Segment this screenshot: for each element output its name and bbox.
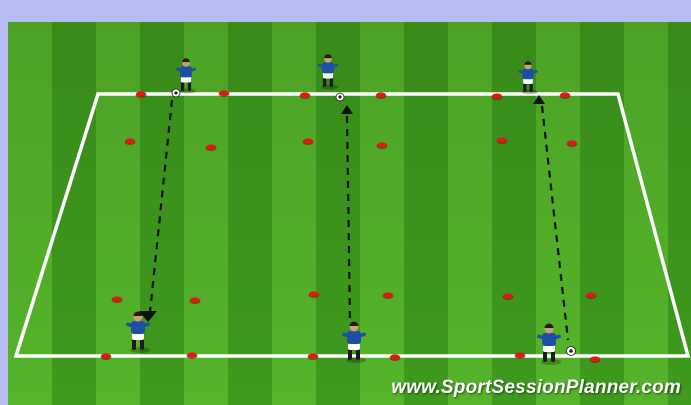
cone-icon: [586, 292, 597, 299]
cone-icon: [112, 296, 123, 303]
cone-icon: [377, 142, 388, 149]
ball-icon: [172, 89, 180, 97]
cone-icon: [567, 140, 578, 147]
cone-icon: [308, 353, 319, 360]
cone-icon: [497, 137, 508, 144]
cone-icon: [590, 356, 601, 363]
cone-icon: [219, 90, 230, 97]
cone-icon: [515, 352, 526, 359]
cone-icon: [376, 92, 387, 99]
cone-icon: [492, 93, 503, 100]
cone-icon: [560, 92, 571, 99]
cone-icon: [206, 144, 217, 151]
cone-icon: [101, 353, 112, 360]
cone-icon: [309, 291, 320, 298]
cone-icon: [190, 297, 201, 304]
cone-icon: [136, 91, 147, 98]
cone-icon: [383, 292, 394, 299]
watermark: www.SportSessionPlanner.com: [391, 377, 681, 399]
cone-icon: [390, 354, 401, 361]
cone-icon: [503, 293, 514, 300]
cone-icon: [300, 92, 311, 99]
ball-icon: [336, 93, 344, 101]
cone-icon: [125, 138, 136, 145]
cone-icon: [303, 138, 314, 145]
ball-icon: [567, 347, 576, 356]
cone-icon: [187, 352, 198, 359]
